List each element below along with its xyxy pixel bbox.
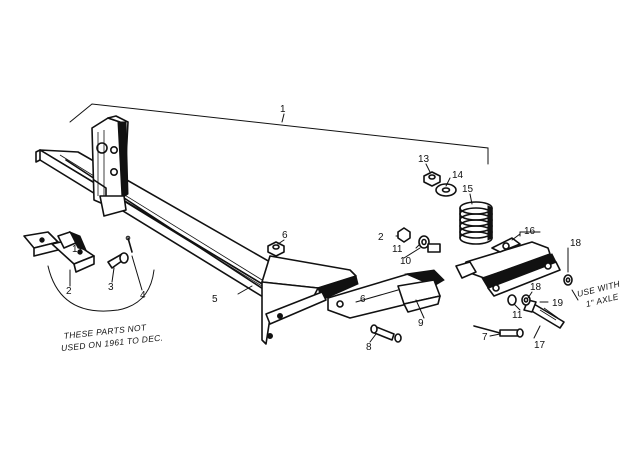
callout-14: 14	[452, 170, 464, 181]
callout-12: 12	[72, 244, 84, 255]
callout-2-right: 2	[378, 232, 384, 243]
spring-seat-assembly	[23, 231, 155, 312]
callout-15: 15	[462, 184, 474, 195]
callout-3: 3	[108, 282, 114, 293]
spring-stack	[423, 171, 493, 245]
callout-8: 8	[366, 342, 372, 353]
callout-7: 7	[482, 332, 488, 343]
callout-6-nut: 6	[282, 230, 288, 241]
callout-6-plate: 6	[360, 294, 366, 305]
shackle-plates	[455, 237, 573, 306]
note-axle-size: USE WITH 1" AXLE	[576, 278, 622, 309]
callout-11-upper: 11	[392, 244, 403, 255]
note-not-used: THESE PARTS NOT USED ON 1961 TO DEC.	[60, 322, 163, 353]
bolt-17	[523, 299, 565, 329]
callout-16: 16	[524, 226, 536, 237]
hardware-stack-left	[397, 227, 441, 253]
beam-end-bracket	[261, 241, 359, 345]
upright-mount-plate	[91, 115, 129, 217]
callout-4: 4	[140, 290, 146, 301]
callout-19: 19	[552, 298, 564, 309]
callout-18-top: 18	[570, 238, 582, 249]
callout-1: 1	[280, 104, 286, 115]
callout-9: 9	[418, 318, 424, 329]
leader-lines	[69, 113, 579, 343]
callout-labels: 1 13 14 15 16 18 2 11 10 6 6 5 12 2 3 4 …	[66, 104, 582, 353]
callout-10: 10	[400, 256, 412, 267]
callout-5: 5	[212, 294, 218, 305]
callout-11-lower: 11	[512, 310, 523, 321]
callout-18-lower: 18	[530, 282, 542, 293]
pin-8	[370, 324, 402, 343]
shackle-link	[327, 269, 445, 319]
callout-2-left: 2	[66, 286, 72, 297]
callout-17: 17	[534, 340, 546, 351]
assembly-bracket	[69, 103, 489, 165]
callout-13: 13	[418, 154, 430, 165]
